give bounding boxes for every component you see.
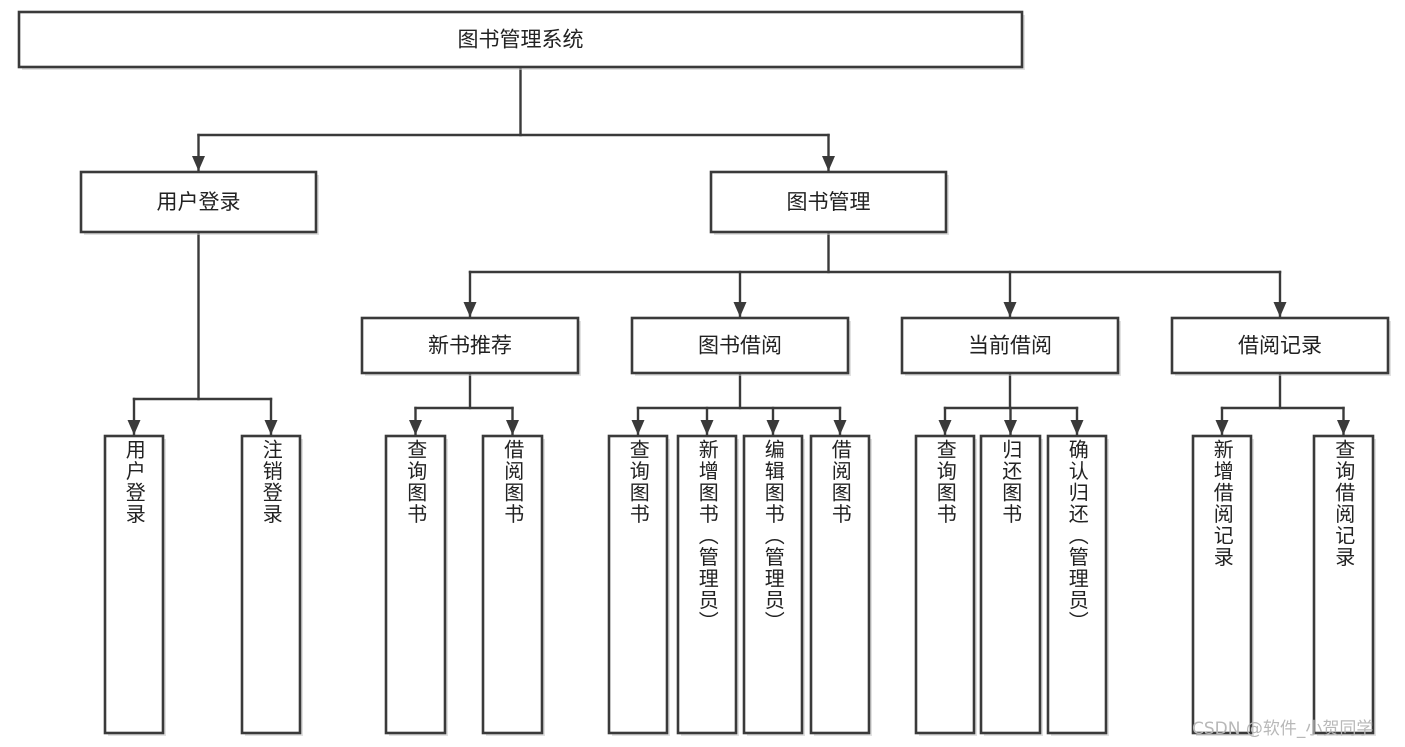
node-label: 新书推荐 [428,334,512,358]
node-leaf-add-record[interactable]: 新增借阅记录 [1191,434,1254,736]
node-leaf-query-record[interactable]: 查询借阅记录 [1312,434,1376,736]
leaf-label: 查询图书 [403,439,428,525]
node-label: 图书管理 [787,190,871,214]
node-borrow-record[interactable]: 借阅记录 [1170,316,1391,376]
arrow-head-icon [1004,420,1017,435]
node-layer: 图书管理系统用户登录图书管理新书推荐图书借阅当前借阅借阅记录用户登录注销登录查询… [17,10,1391,736]
node-label: 图书借阅 [698,334,782,358]
arrow-head-icon [631,420,645,435]
node-user-login[interactable]: 用户登录 [79,170,319,235]
arrow-head-icon [1273,302,1287,317]
node-current-borrow[interactable]: 当前借阅 [900,316,1121,376]
node-leaf-user-login[interactable]: 用户登录 [103,434,166,736]
node-label: 用户登录 [157,190,241,214]
node-leaf-edit-book[interactable]: 编辑图书（管理员） [742,434,805,736]
arrow-head-icon [700,420,714,435]
node-book-borrow[interactable]: 图书借阅 [630,316,851,376]
watermark-text: CSDN @软件_小贺同学 [1192,719,1374,739]
node-leaf-return-book[interactable]: 归还图书 [979,434,1043,736]
leaf-label: 编辑图书（管理员） [761,439,786,633]
arrow-head-icon [766,420,780,435]
arrow-head-icon [733,302,747,317]
leaf-label: 归还图书 [998,439,1023,525]
arrow-head-icon [833,420,847,435]
arrow-head-icon [192,156,205,171]
node-label: 借阅记录 [1238,334,1322,358]
arrow-head-icon [506,420,519,435]
leaf-label: 查询图书 [933,439,958,525]
arrow-head-icon [1070,420,1084,435]
connector-layer [127,65,1350,436]
arrow-head-icon [463,302,477,317]
leaf-label: 注销登录 [259,439,284,525]
arrow-head-icon [409,420,422,435]
node-root-图书管理系统[interactable]: 图书管理系统 [17,10,1025,70]
leaf-label: 查询图书 [626,439,651,525]
arrow-head-icon [822,156,835,171]
arrow-head-icon [1003,302,1017,317]
node-leaf-borrow-book-1[interactable]: 借阅图书 [481,434,545,736]
node-leaf-query-book-2[interactable]: 查询图书 [607,434,670,736]
arrow-head-icon [1337,420,1350,435]
node-leaf-query-book-3[interactable]: 查询图书 [914,434,977,736]
node-leaf-confirm-return[interactable]: 确认归还（管理员） [1046,434,1109,736]
arrow-head-icon [264,420,278,435]
node-label: 当前借阅 [968,334,1052,358]
leaf-label: 确认归还（管理员） [1065,439,1090,633]
arrow-head-icon [127,420,141,435]
leaf-label: 借阅图书 [828,439,853,525]
node-leaf-logout[interactable]: 注销登录 [240,434,303,736]
leaf-label: 新增借阅记录 [1210,439,1235,568]
arrow-head-icon [938,420,952,435]
node-label: 图书管理系统 [458,28,584,52]
node-leaf-add-book[interactable]: 新增图书（管理员） [676,434,739,736]
node-leaf-borrow-book-2[interactable]: 借阅图书 [809,434,872,736]
node-book-management[interactable]: 图书管理 [709,170,949,235]
node-new-book-recommend[interactable]: 新书推荐 [360,316,581,376]
leaf-label: 查询借阅记录 [1331,439,1356,568]
leaf-label: 新增图书（管理员） [695,439,720,633]
leaf-label: 用户登录 [122,439,147,525]
arrow-head-icon [1215,420,1229,435]
node-leaf-query-book-1[interactable]: 查询图书 [384,434,448,736]
leaf-label: 借阅图书 [500,439,525,525]
